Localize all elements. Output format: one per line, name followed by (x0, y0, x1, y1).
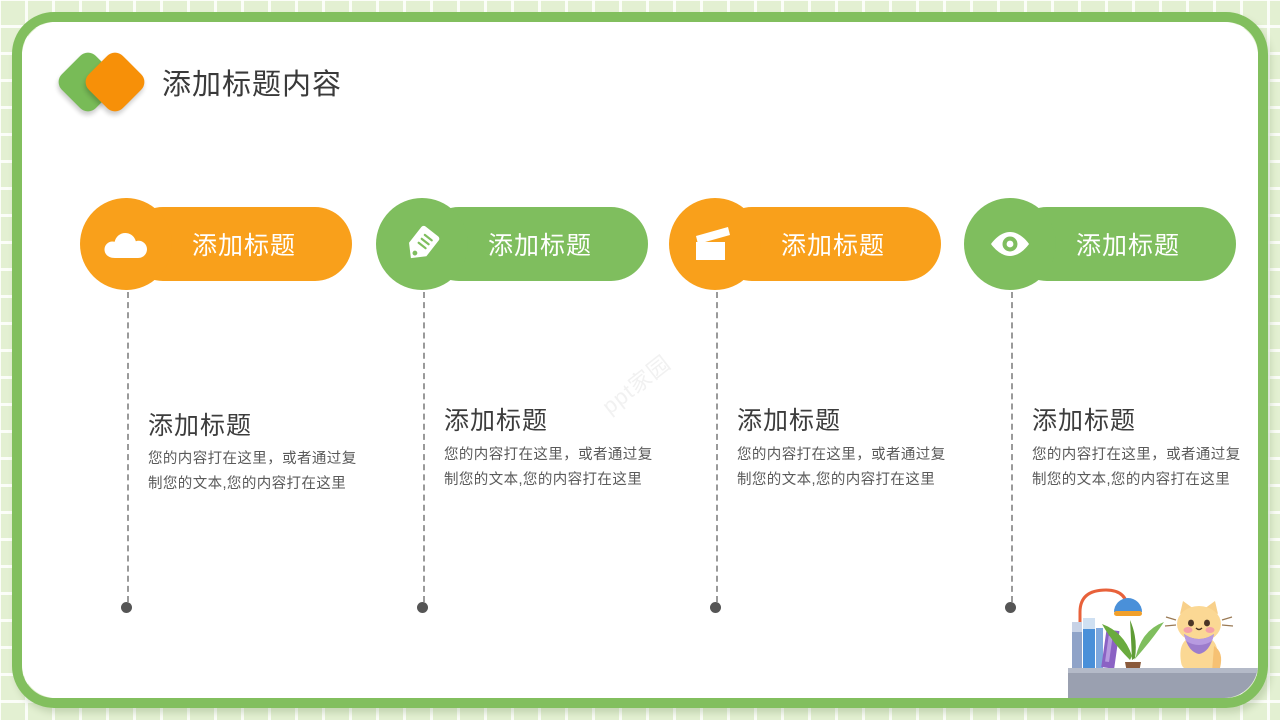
connector-dot (121, 602, 132, 613)
column-2: 添加标题 添加标题 您的内容打在这里，或者通过复制您的文本, (354, 22, 654, 698)
connector-dot (1005, 602, 1016, 613)
badge-label: 添加标题 (192, 232, 297, 260)
eye-icon (964, 198, 1056, 290)
badge-4[interactable]: 添加标题 (964, 198, 1236, 290)
pencil-icon (376, 198, 468, 290)
badge-3[interactable]: 添加标题 (669, 198, 941, 290)
connector-dot (710, 602, 721, 613)
column-4: 添加标题 添加标题 您的内容打在这里，或者通过复制您的文本,您的内容打在这里 (942, 22, 1242, 698)
connector-line (127, 292, 129, 602)
badge-2[interactable]: 添加标题 (376, 198, 648, 290)
badge-label: 添加标题 (488, 232, 593, 260)
clapperboard-icon (669, 198, 761, 290)
column-body: 您的内容打在这里，或者通过复制您的文本,您的内容打在这里 (1032, 447, 1241, 488)
slide-frame-border (12, 12, 1268, 708)
connector-dot (417, 602, 428, 613)
desk-with-cat-illustration (1068, 568, 1258, 698)
column-title: 添加标题 (148, 412, 253, 440)
page-title: 添加标题内容 (162, 69, 343, 101)
column-body: 您的内容打在这里，或者通过复制您的文本,您的内容打在这里 (148, 451, 357, 492)
column-title: 添加标题 (737, 407, 842, 435)
column-1: 添加标题 添加标题 您的内容打在这里，或者通过复制您的文本,您的内容打在这里 (58, 22, 358, 698)
badge-label: 添加标题 (1076, 232, 1181, 260)
connector-line (716, 292, 718, 602)
cloud-icon (80, 198, 172, 290)
connector-line (1011, 292, 1013, 602)
badge-label: 添加标题 (781, 232, 886, 260)
header: 添加标题内容 (54, 48, 343, 116)
column-title: 添加标题 (444, 407, 549, 435)
column-body: 您的内容打在这里，或者通过复制您的文本,您的内容打在这里 (737, 447, 946, 488)
connector-line (423, 292, 425, 602)
column-body: 您的内容打在这里，或者通过复制您的文本,您的内容打在这里 (444, 447, 653, 488)
column-title: 添加标题 (1032, 407, 1137, 435)
column-3: 添加标题 添加标题 您的内容打在这里，或者通过复制您的文本,您的内容打在这里 (647, 22, 947, 698)
slide-content-card: 添加标题内容 ppt家园 添加标题 添加标题 您的内容打在这里，或者通过复制您的… (22, 22, 1258, 698)
badge-1[interactable]: 添加标题 (80, 198, 352, 290)
